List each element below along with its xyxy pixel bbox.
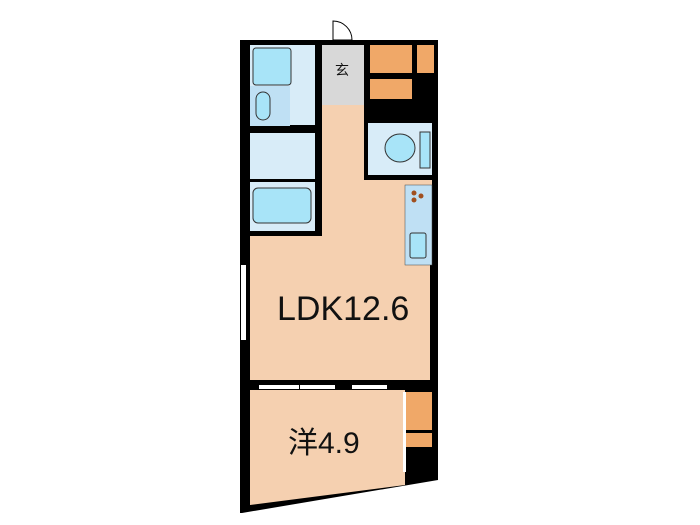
- sink-icon: [255, 91, 271, 121]
- toilet-icon: [384, 133, 416, 163]
- stove-icon: [411, 190, 417, 196]
- storage-2: [417, 45, 434, 73]
- closet: [405, 392, 432, 447]
- window: [241, 265, 246, 340]
- room-label-western: 洋4.9: [288, 427, 360, 460]
- storage-3: [370, 79, 412, 99]
- kitchen-sink-icon: [409, 232, 427, 259]
- laundry-floor: [250, 133, 315, 179]
- western-room-floor: [250, 390, 405, 505]
- bathtub-icon: [252, 187, 312, 224]
- storage-1: [370, 45, 412, 73]
- room-label-entrance: 玄: [335, 62, 349, 78]
- entrance-floor: [322, 45, 364, 105]
- entrance-door: [332, 20, 353, 41]
- room-label-ldk: LDK12.6: [277, 290, 410, 328]
- ldk-floor: [250, 236, 430, 380]
- washbasin-icon: [252, 47, 292, 86]
